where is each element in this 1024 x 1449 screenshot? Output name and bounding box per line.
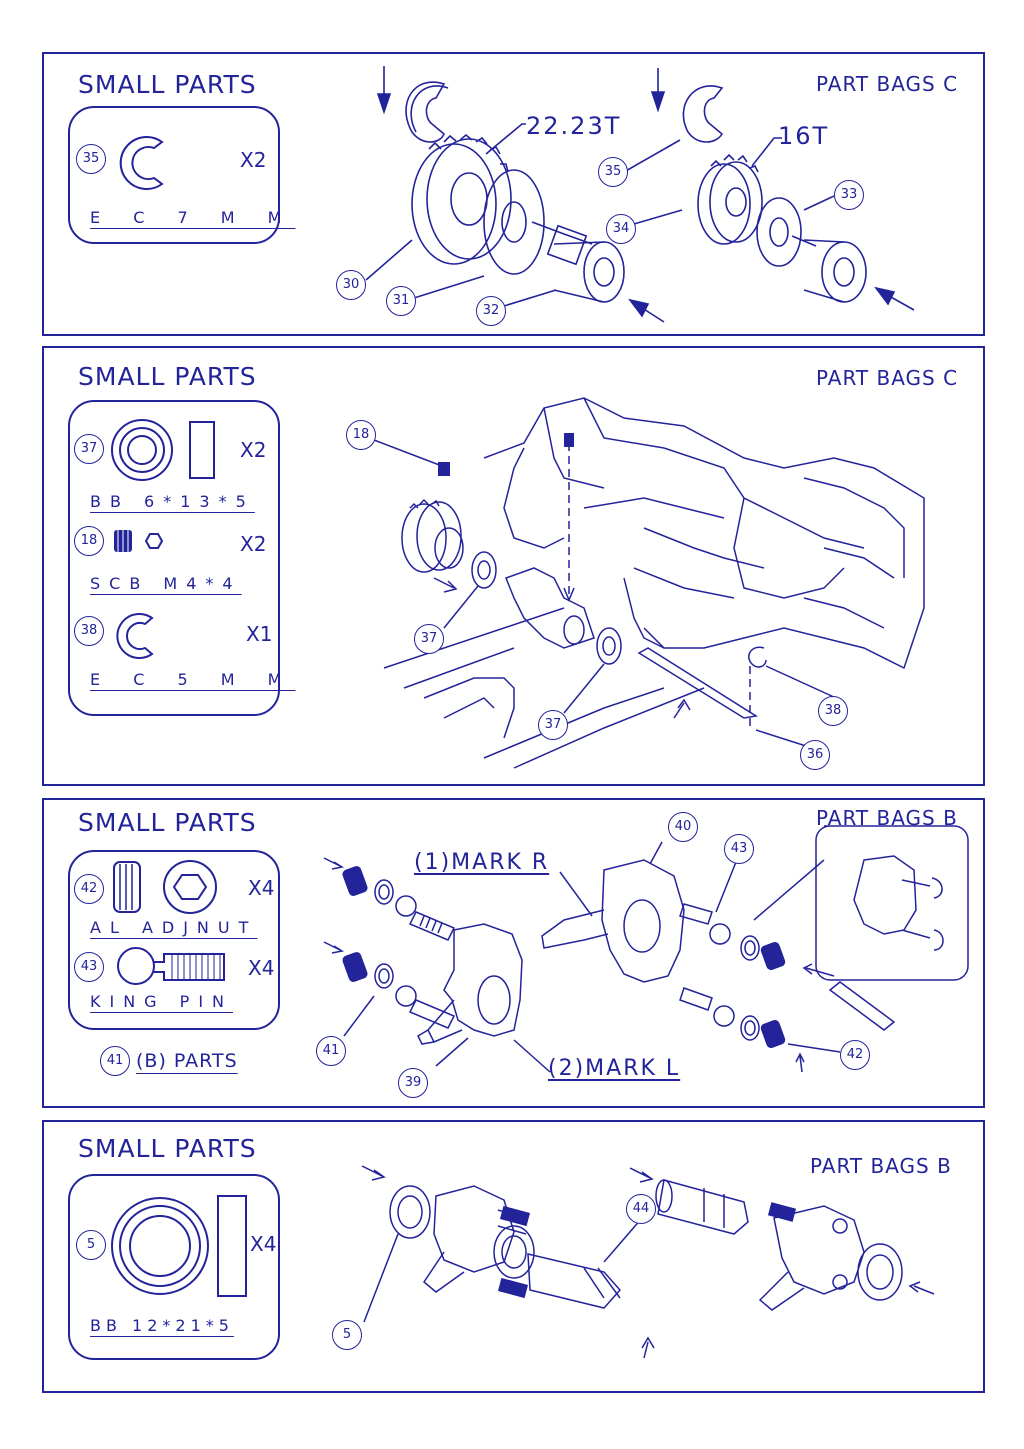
panel-front-axle-assembly: SMALL PARTS PART BAGS B 5 X4 BB 12*21*5 [42,1120,985,1393]
part-bag-label: PART BAGS B [810,1154,952,1178]
part-spec: BB 6*13*5 [90,492,255,511]
part-qty: X2 [240,438,267,462]
gear-large-label: 22.23T [526,112,622,140]
small-parts-title: SMALL PARTS [78,808,257,837]
part-qty: X4 [248,876,275,900]
small-parts-box: 5 X4 BB 12*21*5 [68,1174,280,1360]
panel-steering-knuckle-assembly: SMALL PARTS PART BAGS B 42 X4 AL ADJNUT … [42,798,985,1108]
part-ref-badge: 18 [74,526,104,556]
part-ref-badge: 43 [74,952,104,982]
callout: 42 [840,1040,870,1070]
axle-exploded-diagram [44,1122,987,1395]
callout: 41 [316,1036,346,1066]
part-bag-label: PART BAGS C [816,72,959,96]
small-parts-title: SMALL PARTS [78,70,257,99]
callout: 5 [332,1320,362,1350]
part-ref-badge: 5 [76,1230,106,1260]
e-clip-icon [119,136,164,190]
callout: 30 [336,270,366,300]
set-screw-icon [114,530,164,552]
callout: 44 [626,1194,656,1224]
panel-gear-assembly: SMALL PARTS PART BAGS C 35 X2 E C 7 M M [42,52,985,336]
part-qty: X2 [240,148,267,172]
callout: 36 [800,740,830,770]
bearing-icon [111,419,215,481]
king-pin-icon [117,947,225,985]
callout: 34 [606,214,636,244]
e-clip-icon [116,613,154,659]
part-spec: SCB M4*4 [90,574,242,593]
small-parts-box: 35 X2 E C 7 M M [68,106,281,244]
mark-r-label: (1)MARK R [414,850,550,875]
callout: 18 [346,420,376,450]
part-ref-badge: 38 [74,616,104,646]
part-qty: X1 [246,622,273,646]
small-parts-title: SMALL PARTS [78,362,257,391]
callout: 32 [476,296,506,326]
part-ref-badge: 35 [76,144,106,174]
part-qty: X4 [250,1232,277,1256]
part-spec: E C 5 M M [90,670,296,689]
chassis-exploded-diagram [44,348,987,788]
part-ref-badge: 37 [74,434,104,464]
callout: 40 [668,812,698,842]
mark-l-label: (2)MARK L [548,1056,681,1081]
small-parts-box: 37 X2 BB 6*13*5 18 X2 SCB M4*4 38 X1 E C… [68,400,281,716]
bearing-icon [111,1195,247,1297]
callout: 39 [398,1068,428,1098]
part-spec: KING PIN [90,992,233,1011]
part-spec: BB 12*21*5 [90,1316,234,1335]
panel-rear-hub-assembly: SMALL PARTS PART BAGS C 37 X2 BB 6*13*5 … [42,346,985,786]
part-qty: X2 [240,532,267,556]
callout: 31 [386,286,416,316]
part-ref-badge: 41 [100,1046,130,1076]
gear-small-label: 16T [778,122,830,150]
callout: 33 [834,180,864,210]
part-ref-badge: 42 [74,874,104,904]
gear-exploded-diagram [44,54,987,338]
part-spec: AL ADJNUT [90,918,258,937]
callout: 37 [414,624,444,654]
knuckle-exploded-diagram [44,800,987,1110]
callout: 38 [818,696,848,726]
callout: 43 [724,834,754,864]
small-parts-title: SMALL PARTS [78,1134,257,1163]
callout: 37 [538,710,568,740]
part-qty: X4 [248,956,275,980]
callout: 35 [598,157,628,187]
b-parts-label: (B) PARTS [136,1050,238,1072]
small-parts-box: 42 X4 AL ADJNUT 43 X4 KING PIN [68,850,280,1030]
adjuster-nut-icon [113,860,217,914]
part-spec: E C 7 M M [90,208,296,227]
part-bag-label: PART BAGS C [816,366,959,390]
